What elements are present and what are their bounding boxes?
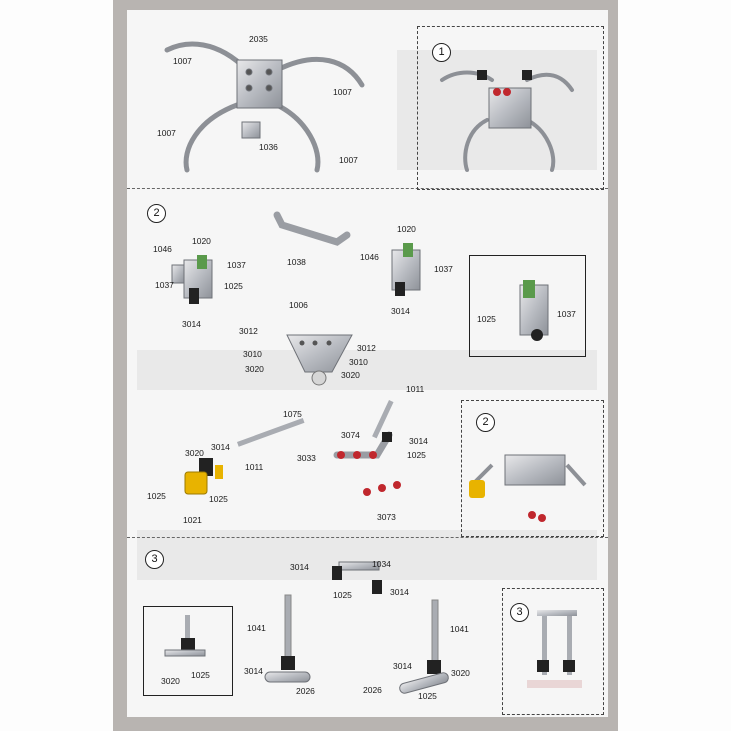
part-label: 3010 [243,349,262,359]
step1-assembled-illustration [440,70,574,172]
part-label: 1025 [477,314,496,324]
part-label: 1037 [434,264,453,274]
part-label: 3010 [349,357,368,367]
part-label: 1007 [333,87,352,97]
part-label: 3020 [245,364,264,374]
part-label: 1041 [450,624,469,634]
part-label: 1011 [406,384,425,394]
part-label: 1025 [191,670,210,680]
part-label: 1007 [157,128,176,138]
part-label: 1025 [147,491,166,501]
part-label: 1025 [209,494,228,504]
part-label: 1075 [283,409,302,419]
part-label: 2026 [296,686,315,696]
step3-assembly-c [399,599,449,694]
step-number-3: 3 [145,550,164,569]
step2-assembly-d [184,418,305,495]
part-label: 1041 [247,623,266,633]
step-number-1: 1 [432,43,451,62]
part-label: 1034 [372,559,391,569]
part-label: 3014 [409,436,428,446]
part-label: 1046 [360,252,379,262]
step-number-2: 2 [147,204,166,223]
step1-result-box [417,26,604,190]
part-label: 3014 [390,587,409,597]
part-label: 1020 [397,224,416,234]
part-label: 3033 [297,453,316,463]
step2-detail-illustration [519,280,549,341]
part-label: 1025 [224,281,243,291]
step2-assembly-b [391,243,421,296]
step-number-3-result: 3 [510,603,529,622]
part-label: 1037 [227,260,246,270]
part-label: 3014 [182,319,201,329]
step2-result-box [461,400,604,537]
part-label: 3020 [185,448,204,458]
step3-detail-box [143,606,233,696]
part-label: 3020 [161,676,180,686]
part-label: 1046 [153,244,172,254]
step2-assembled-illustration [469,454,587,522]
part-label: 3014 [393,661,412,671]
part-label: 1037 [557,309,576,319]
step3-result-box [502,588,604,715]
step2-assembly-a [171,255,213,304]
section-divider-2 [127,537,608,538]
part-label: 1020 [192,236,211,246]
step2-detail-box [469,255,586,357]
part-label: 3014 [244,666,263,676]
instruction-sheet: 1 2 2 3 3 2035 1007 1007 1007 1036 1007 … [127,10,608,717]
part-label: 2026 [363,685,382,695]
part-label: 2035 [249,34,268,44]
part-label: 1036 [259,142,278,152]
part-label: 3014 [290,562,309,572]
part-label: 3073 [377,512,396,522]
part-label: 1025 [418,691,437,701]
part-label: 1011 [245,462,264,472]
part-label: 1037 [155,280,174,290]
part-illustrations [137,41,597,694]
part-label: 3074 [341,430,360,440]
step3-detail-illustration [164,615,206,657]
part-label: 3012 [239,326,258,336]
step3-assembly-b [264,594,311,683]
section-divider-1 [127,188,608,189]
step2-assembly-e [333,400,401,496]
step1-plate [236,59,283,139]
part-label: 1007 [173,56,192,66]
step3-assembly-a [332,561,382,594]
step-number-2-result: 2 [476,413,495,432]
part-label: 1006 [289,300,308,310]
part-label: 1025 [333,590,352,600]
part-label: 1025 [407,450,426,460]
part-label: 3014 [391,306,410,316]
step2-bracket-1038 [273,211,351,246]
part-label: 3020 [451,668,470,678]
step3-assembled-illustration [527,610,582,688]
part-label: 1007 [339,155,358,165]
part-label: 3012 [357,343,376,353]
part-label: 1038 [287,257,306,267]
step2-plate-1006 [286,334,353,386]
part-label: 3014 [211,442,230,452]
part-label: 1021 [183,515,202,525]
part-label: 3020 [341,370,360,380]
